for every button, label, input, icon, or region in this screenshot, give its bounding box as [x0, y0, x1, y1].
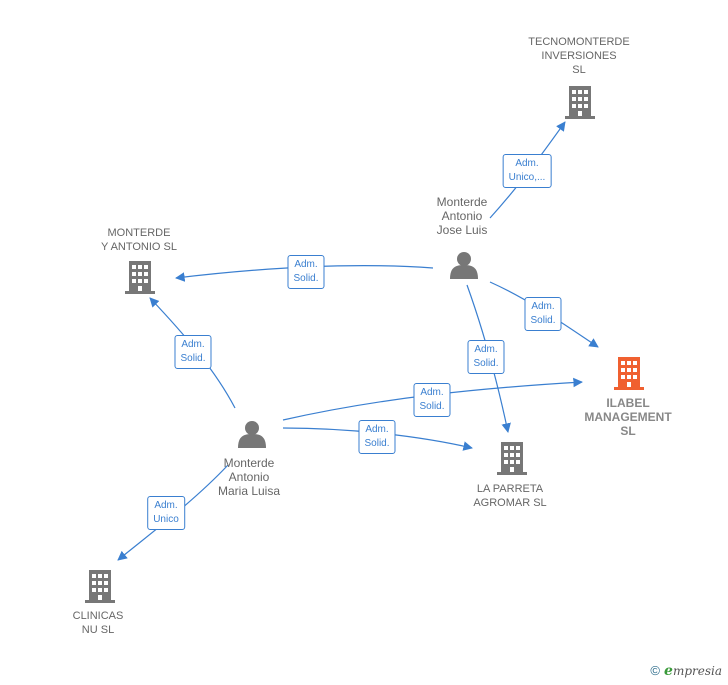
building-icon: [565, 86, 595, 119]
building-icon: [497, 442, 527, 475]
node-tecnomonterde-label[interactable]: TECNOMONTERDE INVERSIONES SL: [528, 36, 630, 76]
edge-label-jose-luis-tecnomonterde: Adm. Unico,...: [502, 154, 552, 188]
node-jose-luis-label[interactable]: Monterde Antonio Jose Luis: [436, 195, 488, 237]
node-la-parreta-label[interactable]: LA PARRETA AGROMAR SL: [473, 483, 547, 509]
edge-label-maria-luisa-monterde-sl: Adm. Solid.: [174, 335, 212, 369]
node-ilabel-label[interactable]: ILABEL MANAGEMENT SL: [584, 396, 672, 438]
building-icon: [125, 261, 155, 294]
edge-label-maria-luisa-clinicas: Adm. Unico: [147, 496, 185, 530]
copyright-symbol: ©: [650, 663, 661, 678]
brand-logo: empresia: [664, 663, 722, 679]
node-monterde-antonio-sl-label[interactable]: MONTERDE Y ANTONIO SL: [100, 227, 178, 253]
edge-label-jose-luis-monterde-sl: Adm. Solid.: [287, 255, 325, 289]
person-icon: [238, 421, 266, 448]
person-icon: [450, 252, 478, 279]
edge-label-maria-luisa-parreta: Adm. Solid.: [358, 420, 396, 454]
edge-label-jose-luis-parreta: Adm. Solid.: [467, 340, 505, 374]
footer-brand: ©empresia: [650, 663, 722, 679]
node-clinicas-label[interactable]: CLINICAS NU SL: [72, 610, 124, 636]
node-maria-luisa-label[interactable]: Monterde Antonio Maria Luisa: [217, 456, 281, 498]
edge-label-jose-luis-ilabel: Adm. Solid.: [524, 297, 562, 331]
building-icon: [614, 357, 644, 390]
edge-label-maria-luisa-ilabel: Adm. Solid.: [413, 383, 451, 417]
building-icon: [85, 570, 115, 603]
